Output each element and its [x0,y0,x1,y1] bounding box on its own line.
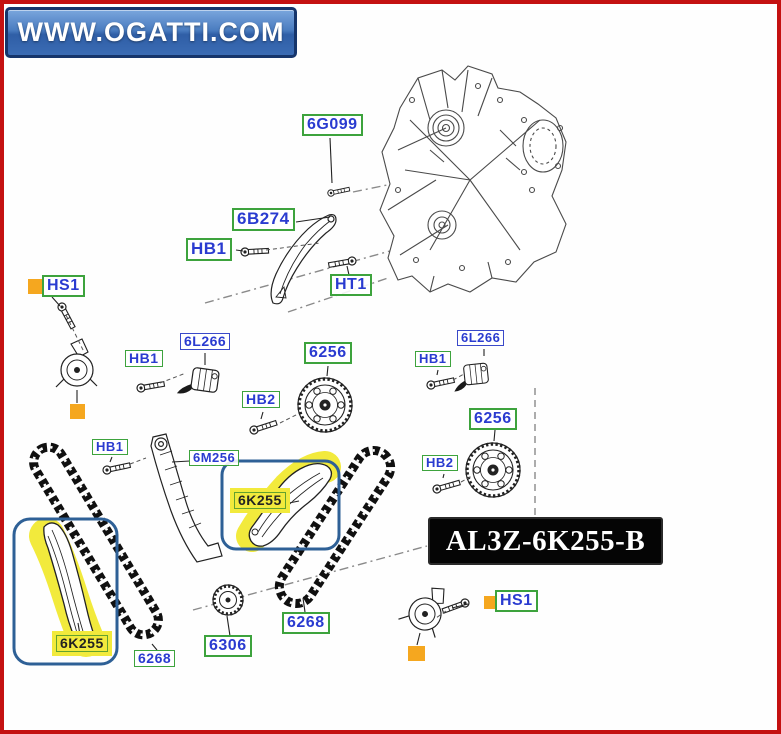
callout-6256-right: 6256 [469,408,517,430]
callout-6L266-left: 6L266 [180,333,231,351]
chain-tensioner-left [55,338,98,388]
bolt-HB1-right [425,375,456,391]
stud-6G099 [326,185,351,198]
cam-phaser-6256-left [296,376,354,434]
leader-lines [51,137,496,651]
ogatti-banner: WWW.OGATTI.COM [5,7,297,58]
guide-rail-6K255-center [248,462,333,547]
guide-rail-6M256 [150,433,223,563]
bolt-HB1-mid-left [135,379,166,394]
callout-6L266-right: 6L266 [457,330,505,347]
marker-square-icon [484,596,497,609]
callout-6256-left: 6256 [304,342,352,364]
timing-chain-left [29,442,163,640]
bolt-HB1-top [240,246,270,257]
callout-HB2-right: HB2 [422,455,458,472]
vct-solenoid-6L266-right [451,362,490,393]
callout-6M256: 6M256 [189,450,240,467]
crank-sprocket-6306 [212,584,244,616]
focus-box-left-icon [12,517,119,666]
timing-chain-right [274,445,396,609]
callout-6B274: 6B274 [232,208,295,231]
callout-6G099: 6G099 [302,114,363,136]
marker-square-icon [28,279,43,294]
bracket-6B274 [270,213,337,305]
callout-6268-right: 6268 [282,612,330,634]
callout-HT1: HT1 [330,274,372,296]
leader-lines-dashed [65,242,475,619]
marker-square-icon [408,646,425,661]
orange-square-markers [28,279,497,661]
cam-phaser-6256-right [464,441,522,499]
engine-block-sketch [379,65,567,293]
callout-HB2-center: HB2 [242,391,280,409]
callout-6306: 6306 [204,635,252,657]
callout-6268-left: 6268 [134,650,176,668]
callout-6K255-left: 6K255 [56,635,108,653]
callout-HS1-right: HS1 [495,590,538,612]
callout-HB1-right: HB1 [415,351,451,368]
bolt-HB2-center [248,418,279,436]
vct-solenoid-6L266-left [176,364,221,400]
part-number-plate: AL3Z-6K255-B [428,517,663,565]
marker-square-icon [70,404,85,419]
bolt-HS1-right [440,597,471,616]
callout-6K255-center: 6K255 [234,492,286,510]
bolt-HT1 [327,255,358,270]
bolt-HB2-right [431,478,462,495]
bolt-HB1-lower-left [101,460,132,476]
focus-box-center-icon [220,459,341,551]
focus-boxes [12,459,341,666]
callout-HB1-mid-left: HB1 [125,350,163,368]
callout-HB1-lower-left: HB1 [92,439,128,456]
callout-HB1-top: HB1 [186,238,232,261]
callout-HS1-left: HS1 [42,275,85,297]
